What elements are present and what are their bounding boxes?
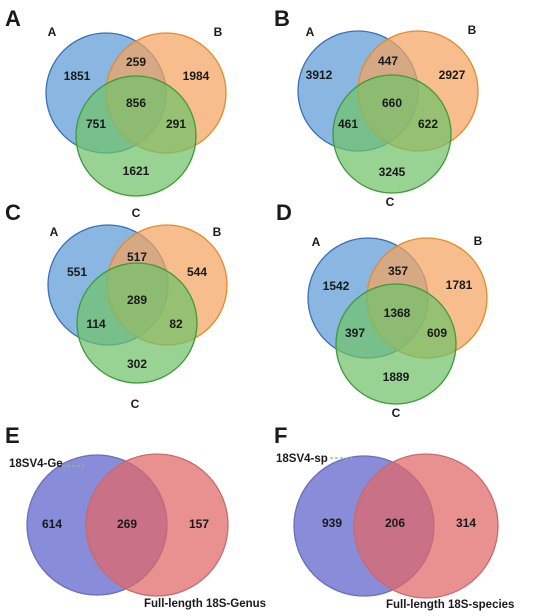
set-right-circle xyxy=(85,453,229,597)
count-a-only: 551 xyxy=(67,265,87,279)
count-ab: 259 xyxy=(126,55,146,69)
venn-panel-c: C A B C 551 544 302 517 114 82 289 xyxy=(5,200,228,411)
panel-letter: C xyxy=(5,200,21,225)
count-ac: 397 xyxy=(345,326,365,340)
set-label-c: C xyxy=(392,406,401,420)
count-b-only: 2927 xyxy=(439,68,466,82)
count-abc: 856 xyxy=(126,96,146,110)
set-c-circle xyxy=(335,283,457,405)
count-ac: 461 xyxy=(338,117,358,131)
count-ab: 447 xyxy=(378,54,398,68)
count-left-only: 939 xyxy=(322,516,342,530)
count-abc: 1368 xyxy=(384,306,411,320)
set-c-circle xyxy=(332,74,452,194)
count-b-only: 1781 xyxy=(446,278,473,292)
count-bc: 622 xyxy=(418,117,438,131)
set-label-b: B xyxy=(214,25,223,39)
panel-letter: B xyxy=(274,6,290,31)
set-label-c: C xyxy=(131,397,140,411)
count-a-only: 1542 xyxy=(323,279,350,293)
count-ab: 517 xyxy=(127,250,147,264)
count-ac: 751 xyxy=(86,117,106,131)
set-right-circle xyxy=(353,453,499,599)
count-c-only: 1621 xyxy=(123,164,150,178)
set-label-left: 18SV4-sp xyxy=(276,453,328,465)
count-bc: 609 xyxy=(427,326,447,340)
count-right-only: 157 xyxy=(189,517,209,531)
venn-panel-a: A A B C 1851 1984 1621 259 751 291 856 xyxy=(5,6,227,220)
count-ac: 114 xyxy=(86,317,106,331)
count-both: 269 xyxy=(117,517,137,531)
venn-panel-d: D A B C 1542 1781 1889 357 397 609 1368 xyxy=(276,200,488,420)
set-label-right: Full-length 18S-species xyxy=(386,599,514,611)
set-label-c: C xyxy=(132,206,141,220)
count-right-only: 314 xyxy=(456,516,476,530)
count-ab: 357 xyxy=(388,264,408,278)
count-c-only: 1889 xyxy=(383,370,410,384)
set-label-a: A xyxy=(48,25,57,39)
count-left-only: 614 xyxy=(42,517,62,531)
venn-panel-e: E 18SV4-Ge Full-length 18S-Genus 614 269… xyxy=(5,423,266,610)
count-a-only: 1851 xyxy=(64,69,91,83)
panel-letter: A xyxy=(5,6,21,31)
panel-letter: D xyxy=(276,200,292,225)
set-c-circle xyxy=(75,75,197,197)
count-c-only: 302 xyxy=(127,357,147,371)
count-abc: 289 xyxy=(127,293,147,307)
count-bc: 82 xyxy=(169,317,183,331)
set-label-right: Full-length 18S-Genus xyxy=(144,598,266,610)
count-abc: 660 xyxy=(382,96,402,110)
count-both: 206 xyxy=(385,516,405,530)
count-a-only: 3912 xyxy=(306,68,333,82)
panel-letter: E xyxy=(5,423,20,448)
set-label-a: A xyxy=(312,235,321,249)
venn-panel-f: F 18SV4-sp Full-length 18S-species 939 2… xyxy=(274,423,514,611)
set-label-c: C xyxy=(386,195,395,209)
panel-letter: F xyxy=(274,423,287,448)
set-label-b: B xyxy=(213,225,222,239)
count-bc: 291 xyxy=(166,117,186,131)
venn-panel-b: B A B C 3912 2927 3245 447 461 622 660 xyxy=(274,6,479,209)
set-label-b: B xyxy=(468,23,477,37)
set-label-b: B xyxy=(474,234,483,248)
set-label-a: A xyxy=(306,25,315,39)
count-b-only: 544 xyxy=(187,265,207,279)
count-c-only: 3245 xyxy=(379,165,406,179)
set-label-a: A xyxy=(50,225,59,239)
set-label-left: 18SV4-Ge xyxy=(9,458,63,470)
count-b-only: 1984 xyxy=(183,69,210,83)
set-c-circle xyxy=(76,262,198,384)
